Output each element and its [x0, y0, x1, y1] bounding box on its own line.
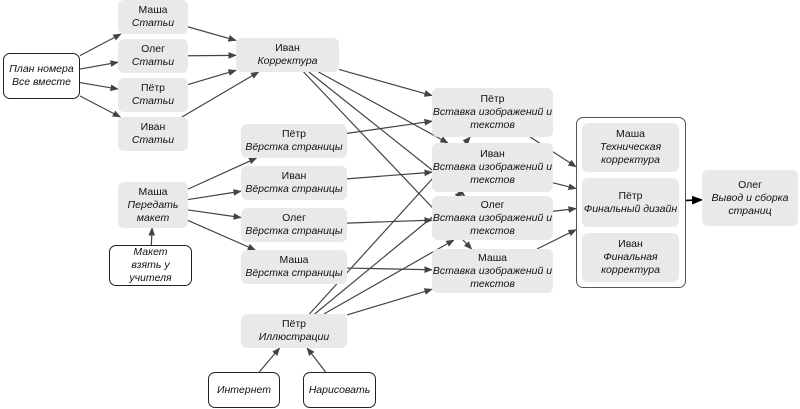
edge-ivan_v-to-ivan_ins	[346, 169, 433, 180]
node-name: Иван	[275, 42, 300, 54]
node-task: Вставка изображений и текстов	[432, 211, 553, 237]
node-ivan-final-correction[interactable]: Иван Финальная корректура	[582, 233, 679, 282]
node-name: Олег	[282, 212, 306, 224]
node-plan[interactable]: План номера Все вместе	[3, 53, 80, 99]
node-task: взять у учителя	[129, 259, 172, 284]
node-task: Вёрстка страницы	[245, 183, 343, 195]
node-name: Маша	[138, 4, 168, 16]
edge-masha_ins-to-group	[536, 229, 577, 250]
node-task: Финальный дизайн	[583, 202, 678, 215]
node-task: Вёрстка страницы	[245, 225, 343, 237]
node-task: Вывод и сборка страниц	[711, 191, 789, 217]
node-name: Пётр	[140, 82, 166, 94]
edge-internet-to-petr_ill	[258, 347, 281, 373]
node-task: Интернет	[217, 383, 271, 396]
node-name: Иван	[480, 148, 505, 160]
node-task: Вставка изображений и текстов	[432, 106, 553, 131]
node-name: Пётр	[480, 93, 505, 105]
node-name: Иван	[618, 238, 643, 250]
node-task: Вёрстка страницы	[245, 141, 343, 153]
edge-ivan_corr-to-ivan_ins	[318, 71, 449, 144]
node-task: Корректура	[257, 55, 318, 67]
edge-ivan_corr-to-petr_ins	[338, 68, 433, 97]
edge-oleg_ins-to-group	[552, 206, 577, 213]
node-name: Иван	[140, 121, 166, 133]
edge-plan-to-ivan1	[79, 95, 122, 118]
edge-plan-to-petr1	[79, 81, 119, 92]
edge-masha1-to-ivan_corr	[187, 26, 237, 42]
node-task: Статьи	[131, 17, 175, 29]
node-name: Олег	[738, 178, 762, 191]
node-name: Олег	[480, 198, 505, 211]
node-ivan-correction[interactable]: Иван Корректура	[236, 38, 339, 72]
node-task: Вставка изображений и текстов	[432, 161, 553, 186]
node-name: Маша	[616, 128, 645, 140]
node-masha-articles[interactable]: Маша Статьи	[118, 0, 188, 34]
edge-masha_v-to-masha_ins	[346, 266, 433, 273]
node-masha-insert[interactable]: Маша Вставка изображений и текстов	[432, 249, 553, 293]
node-plan-task: Все вместе	[11, 76, 72, 88]
node-name: Маша	[138, 185, 168, 198]
node-oleg-page-layout[interactable]: Олег Вёрстка страницы	[241, 208, 347, 242]
node-name: Пётр	[281, 318, 307, 330]
node-oleg-insert[interactable]: Олег Вставка изображений и текстов	[432, 196, 553, 240]
node-plan-name: План номера	[9, 63, 74, 75]
edge-ivan1-to-ivan_corr	[181, 71, 260, 118]
node-ivan-page-layout[interactable]: Иван Вёрстка страницы	[241, 166, 347, 200]
node-petr-insert[interactable]: Пётр Вставка изображений и текстов	[432, 88, 553, 137]
edge-draw-to-petr_ill	[306, 347, 327, 373]
edge-ivan_ins-to-group	[552, 182, 577, 191]
node-maket[interactable]: Макет взять у учителя	[109, 245, 192, 286]
edge-petr_ins-to-group	[529, 136, 577, 168]
node-name: Маша	[279, 254, 309, 266]
node-name: Пётр	[281, 128, 307, 140]
node-task: Макет	[133, 246, 168, 258]
node-task: Статьи	[131, 134, 175, 146]
node-name: Иван	[281, 170, 307, 182]
node-task: Статьи	[131, 56, 175, 68]
node-petr-page-layout[interactable]: Пётр Вёрстка страницы	[241, 124, 347, 158]
node-masha-technical-correction[interactable]: Маша Техническая корректура	[582, 123, 679, 172]
node-oleg-articles[interactable]: Олег Статьи	[118, 39, 188, 73]
edge-maket-to-masha_lay	[148, 227, 156, 246]
node-masha-layout-transfer[interactable]: Маша Передать макет	[118, 182, 188, 228]
node-task: Иллюстрации	[258, 331, 330, 343]
edge-plan-to-masha1	[79, 33, 122, 57]
node-oleg-output[interactable]: Олег Вывод и сборка страниц	[702, 170, 798, 226]
edge-plan-to-oleg1	[79, 60, 119, 70]
node-name: Олег	[141, 43, 165, 55]
node-petr-articles[interactable]: Пётр Статьи	[118, 78, 188, 112]
node-ivan-articles[interactable]: Иван Статьи	[118, 117, 188, 151]
edge-masha_lay-to-masha_v	[187, 219, 257, 251]
edge-petr_ill-to-masha_ins	[346, 288, 433, 316]
edge-oleg_v-to-oleg_ins	[346, 217, 433, 224]
edge-group-to-oleg_out	[685, 195, 704, 205]
node-task: Вёрстка страницы	[245, 267, 343, 279]
node-name: Маша	[478, 251, 507, 264]
edge-petr_v-to-petr_ins	[346, 118, 433, 134]
node-draw[interactable]: Нарисовать	[303, 372, 376, 408]
node-task: Вставка изображений и текстов	[432, 264, 553, 290]
node-internet[interactable]: Интернет	[208, 372, 280, 408]
node-task: Нарисовать	[308, 383, 371, 396]
edge-masha_lay-to-petr_v	[187, 157, 258, 190]
node-task: Статьи	[131, 95, 175, 107]
node-task: Финальная корректура	[601, 251, 660, 276]
edge-masha_lay-to-ivan_v	[187, 189, 242, 201]
node-masha-page-layout[interactable]: Маша Вёрстка страницы	[241, 250, 347, 284]
node-task: Техническая корректура	[599, 141, 662, 166]
edge-petr1-to-ivan_corr	[187, 69, 237, 86]
edge-masha_lay-to-oleg_v	[187, 209, 242, 220]
node-name: Пётр	[618, 189, 643, 202]
node-petr-illustrations[interactable]: Пётр Иллюстрации	[241, 314, 347, 348]
node-ivan-insert[interactable]: Иван Вставка изображений и текстов	[432, 143, 553, 192]
node-petr-final-design[interactable]: Пётр Финальный дизайн	[582, 178, 679, 227]
node-task: Передать макет	[127, 198, 179, 224]
